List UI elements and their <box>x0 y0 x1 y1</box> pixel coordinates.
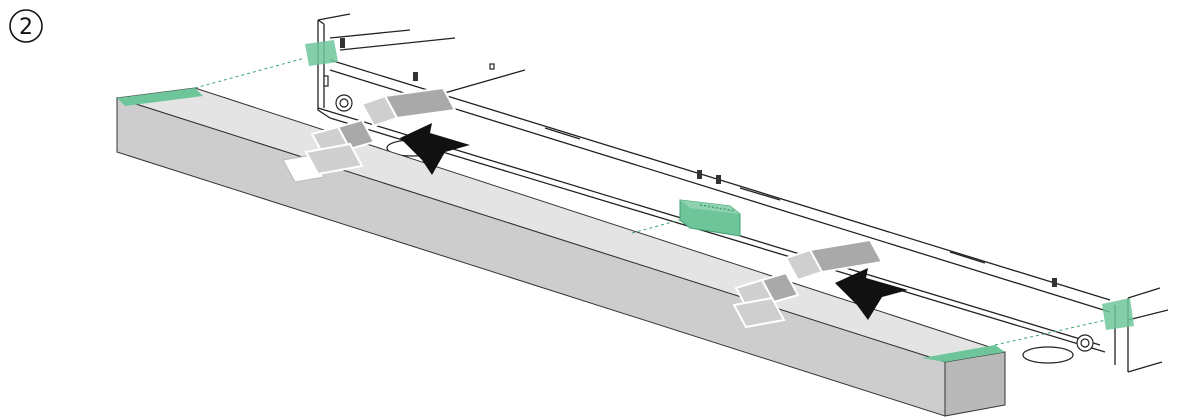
right-end-strip <box>922 345 1005 362</box>
push-arrow-icon <box>835 268 908 320</box>
left-adhesive-labels <box>282 86 457 183</box>
soundbar-end-face <box>944 351 1006 417</box>
right-adhesive-labels <box>732 238 884 329</box>
step-number-badge: 2 <box>9 9 43 43</box>
left-end-strip <box>117 88 203 106</box>
alignment-guides <box>194 57 1107 346</box>
push-arrow-icon <box>400 123 470 175</box>
right-bracket <box>1114 287 1163 373</box>
step-number: 2 <box>19 15 33 40</box>
rail-studs <box>340 38 1057 287</box>
center-mounting-clip <box>679 199 741 237</box>
left-bracket-highlight <box>305 40 338 66</box>
left-bracket <box>317 13 351 119</box>
right-bracket-highlight <box>1102 298 1134 330</box>
soundbar-top-face <box>116 87 1006 363</box>
